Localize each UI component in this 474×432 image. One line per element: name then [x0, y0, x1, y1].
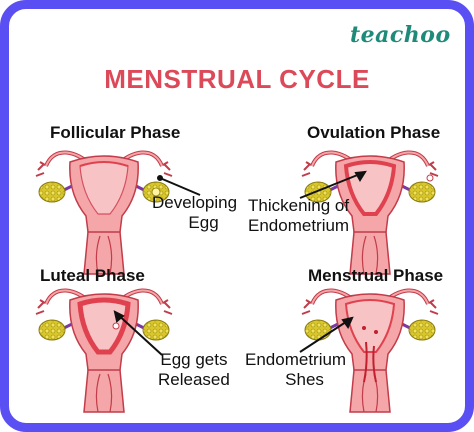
released-egg-icon: [112, 322, 120, 330]
annotation-line: Endometrium: [248, 216, 350, 235]
diagram-title: MENSTRUAL CYCLE: [104, 64, 370, 94]
thick-endometrium: [343, 160, 397, 216]
uterus-ovulation: [300, 150, 440, 276]
pointer-egg-released: [114, 311, 163, 356]
annotation-ovulation: Thickening of Endometrium: [248, 196, 349, 236]
brand-logo: teachoo: [350, 22, 451, 48]
annotation-line: Egg: [188, 213, 219, 232]
annotation-line: Egg gets: [160, 350, 228, 369]
pointer-endometrium: [299, 171, 366, 199]
phase-heading-luteal: Luteal Phase: [40, 266, 145, 285]
phase-heading-menstrual: Menstrual Phase: [308, 266, 444, 285]
annotation-line: Developing: [152, 193, 238, 212]
annotation-line: Released: [158, 370, 230, 389]
pointer-developing-egg: [159, 177, 201, 196]
annotation-line: Thickening of: [248, 196, 350, 215]
phase-heading-follicular: Follicular Phase: [50, 123, 181, 142]
pointer-endometrium-shed: [299, 317, 353, 353]
uterus-follicular: [34, 150, 174, 276]
uterus-menstrual: [300, 288, 440, 414]
annotation-menstrual: Endometrium Shes: [245, 350, 346, 390]
menstrual-flow: [363, 341, 377, 383]
annotation-line: Shes: [285, 370, 324, 389]
uterus-luteal: [34, 288, 174, 414]
annotation-luteal: Egg gets Released: [158, 350, 230, 390]
annotation-follicular: Developing Egg: [152, 193, 237, 233]
annotation-line: Endometrium: [245, 350, 347, 369]
phase-heading-ovulation: Ovulation Phase: [307, 123, 441, 142]
developing-egg-icon: [151, 187, 161, 197]
